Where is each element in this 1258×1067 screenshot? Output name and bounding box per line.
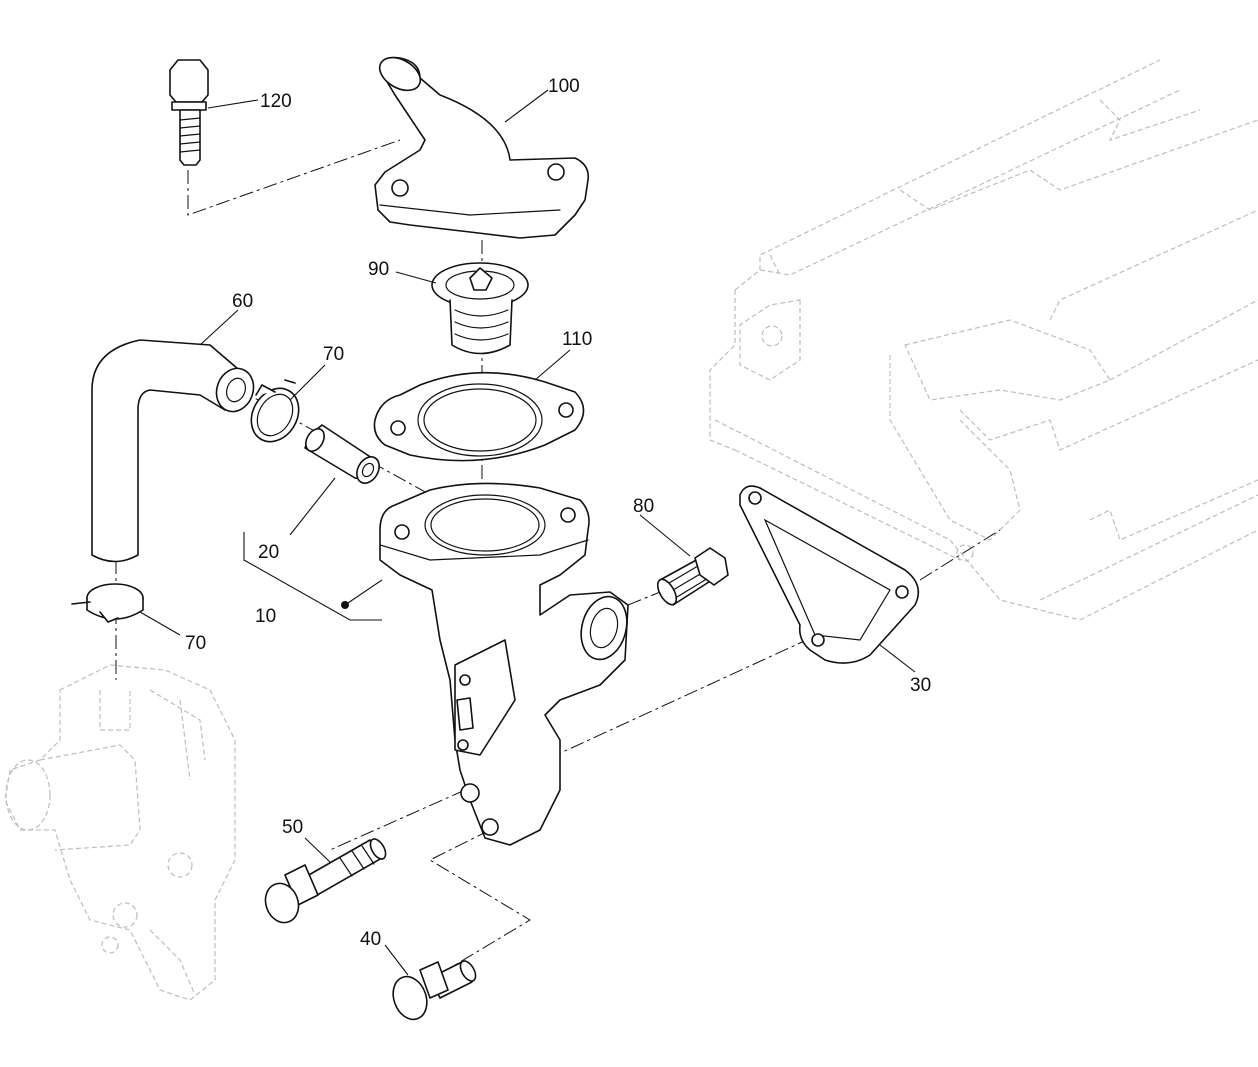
pipe-20: [304, 424, 380, 484]
bolt-120: [169, 59, 209, 166]
clamp-70-upper: [250, 379, 300, 443]
callout-110: 110: [562, 329, 592, 350]
clamp-70-lower: [71, 583, 144, 623]
thermostat-90: [431, 262, 529, 355]
leader-lines: [139, 89, 916, 976]
callout-10: 10: [255, 606, 276, 627]
callout-80: 80: [633, 496, 654, 517]
callout-120: 120: [260, 91, 292, 112]
gasket-30: [739, 485, 920, 664]
callout-60: 60: [232, 291, 253, 312]
callout-100: 100: [548, 76, 580, 97]
bolt-40: [392, 960, 477, 1021]
callout-90: 90: [368, 259, 389, 280]
water-pump-ghost: [4, 664, 236, 1001]
callout-70-upper: 70: [323, 344, 344, 365]
hose-60: [91, 339, 255, 563]
callout-30: 30: [910, 675, 931, 696]
outlet-elbow-100: [374, 56, 590, 239]
bolt-50: [264, 838, 387, 924]
thermostat-housing-10: [379, 482, 629, 846]
gasket-110: [373, 371, 585, 462]
callout-70-lower: 70: [185, 633, 206, 654]
callout-labels: 120 100 90 110 60 70 20 10 80 70 30 50 4…: [185, 76, 931, 950]
plug-80: [656, 547, 729, 606]
reference-dot: [341, 601, 349, 609]
callout-40: 40: [360, 929, 381, 950]
callout-50: 50: [282, 817, 303, 838]
callout-20: 20: [258, 542, 279, 563]
engine-block-ghost: [709, 59, 1258, 621]
